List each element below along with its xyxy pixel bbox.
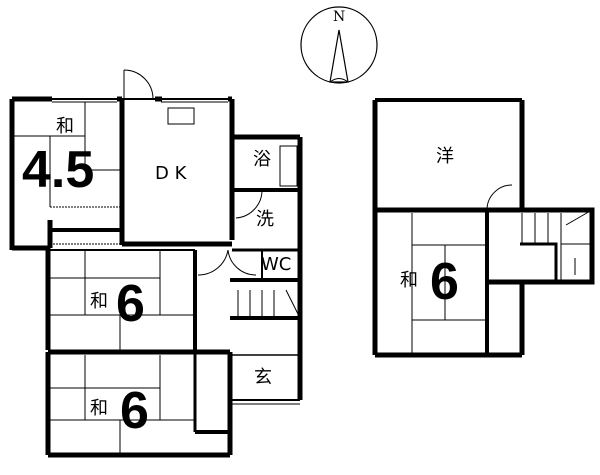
room-washitsu-6a-size: 6 <box>116 275 145 333</box>
room-wc-label: WC <box>261 254 292 275</box>
room-bath-label: 浴 <box>253 149 271 170</box>
room-washitsu-6a-kind: 和 <box>90 291 108 312</box>
floor1-tatami-lines <box>12 102 301 455</box>
floor2-tatami-lines <box>411 184 593 355</box>
room-washitsu-4.5-size: 4.5 <box>22 141 95 199</box>
compass-north-label: N <box>333 9 346 25</box>
compass-icon <box>300 6 378 84</box>
floor1-walls <box>9 96 303 458</box>
room-washitsu-6b-size: 6 <box>120 382 149 440</box>
floor1-doors <box>123 69 263 276</box>
room-washitsu-6c-kind: 和 <box>400 270 418 291</box>
room-washitsu-6c-size: 6 <box>430 253 459 311</box>
floor2-walls <box>372 98 595 358</box>
room-youshitsu-label: 洋 <box>436 146 454 167</box>
room-washitsu-4.5-kind: 和 <box>56 116 74 137</box>
room-entrance-label: 玄 <box>254 367 272 388</box>
room-wash-label: 洗 <box>256 209 274 230</box>
room-washitsu-6b-kind: 和 <box>90 398 108 419</box>
room-dk-label: D K <box>155 163 187 184</box>
